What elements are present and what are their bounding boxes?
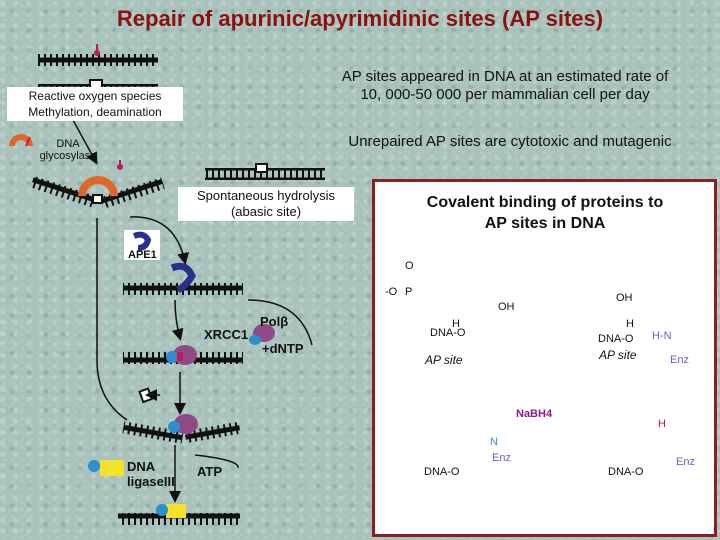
ape1-label: APE1: [128, 249, 157, 261]
chem-n: N: [490, 436, 498, 448]
ros-label: Reactive oxygen species: [28, 89, 162, 103]
ape1-icon: [124, 230, 160, 260]
ap-site-right-label: AP site: [594, 347, 642, 363]
chem-dnao-bl: DNA-O: [424, 466, 460, 478]
chem-o-minus: -O: [385, 286, 398, 298]
hydrolysis-line-2: (abasic site): [230, 204, 302, 219]
page-title: Repair of apurinic/apyrimidinic sites (A…: [116, 6, 604, 31]
dna-bent-pol: [122, 414, 241, 444]
dna-glycosylase-line-1: DNA: [56, 138, 80, 150]
chem-h-red: H: [658, 418, 666, 430]
chem-dnao-left: DNA-O: [430, 327, 466, 339]
xrcc1-label: XRCC1: [204, 327, 249, 342]
chem-enz-bl: Enz: [492, 452, 511, 464]
methylation-label: Methylation, deamination: [28, 105, 162, 119]
polbeta-complex: [249, 324, 275, 345]
dntp-label: +dNTP: [262, 341, 304, 356]
hydrolysis-line-1: Spontaneous hydrolysis: [196, 188, 336, 203]
dna-polbeta: [123, 345, 243, 365]
ligase-line-2: ligaseIII: [127, 474, 175, 489]
ligase-icon: [88, 460, 124, 476]
dna-duplex-hydrolysis: [117, 160, 325, 180]
chem-oh-right: OH: [616, 292, 633, 304]
panel-title-line-1: Covalent binding of proteins to: [426, 194, 664, 211]
cytotoxic-text: Unrepaired AP sites are cytotoxic and mu…: [348, 133, 672, 150]
dna-final: [118, 504, 240, 525]
chem-p: P: [405, 286, 413, 298]
rate-line-1: AP sites appeared in DNA at an estimated…: [341, 68, 669, 85]
dna-ape1: [123, 262, 243, 295]
chem-o-top: O: [405, 260, 414, 272]
atp-label: ATP: [197, 464, 223, 479]
panel-title-line-2: AP sites in DNA: [484, 215, 606, 232]
hydrolysis-box: Spontaneous hydrolysis (abasic site): [178, 187, 354, 221]
nabh4-label: NaBH4: [516, 408, 553, 420]
rate-text: AP sites appeared in DNA at an estimated…: [290, 68, 720, 104]
polbeta-label: Polβ: [260, 314, 289, 329]
chem-h-left: H: [452, 318, 460, 330]
ap-site-left-label: AP site: [420, 352, 468, 368]
chem-h-right: H: [626, 318, 634, 330]
dna-duplex-top: [38, 44, 158, 66]
ligase-label: DNA ligaseIII: [127, 459, 175, 489]
dna-glycosylase-label: DNA glycosylase: [38, 138, 98, 162]
glycosylase-icon-small: [9, 134, 33, 147]
chem-hn: H-N: [652, 330, 672, 342]
rate-line-2: 10, 000-50 000 per mammalian cell per da…: [360, 86, 650, 103]
chem-dnao-right: DNA-O: [598, 333, 634, 345]
ligase-line-1: DNA: [127, 459, 156, 474]
lesion-sources-box: Reactive oxygen species Methylation, dea…: [7, 87, 183, 121]
dna-bent-glycosylase: [30, 175, 165, 210]
chem-enz-top: Enz: [670, 354, 689, 366]
chem-dnao-br: DNA-O: [608, 466, 644, 478]
chem-enz-br: Enz: [676, 456, 695, 468]
chem-oh-left: OH: [498, 301, 515, 313]
dna-glycosylase-line-2: glycosylase: [39, 150, 97, 162]
panel-title: Covalent binding of proteins to AP sites…: [380, 192, 710, 234]
